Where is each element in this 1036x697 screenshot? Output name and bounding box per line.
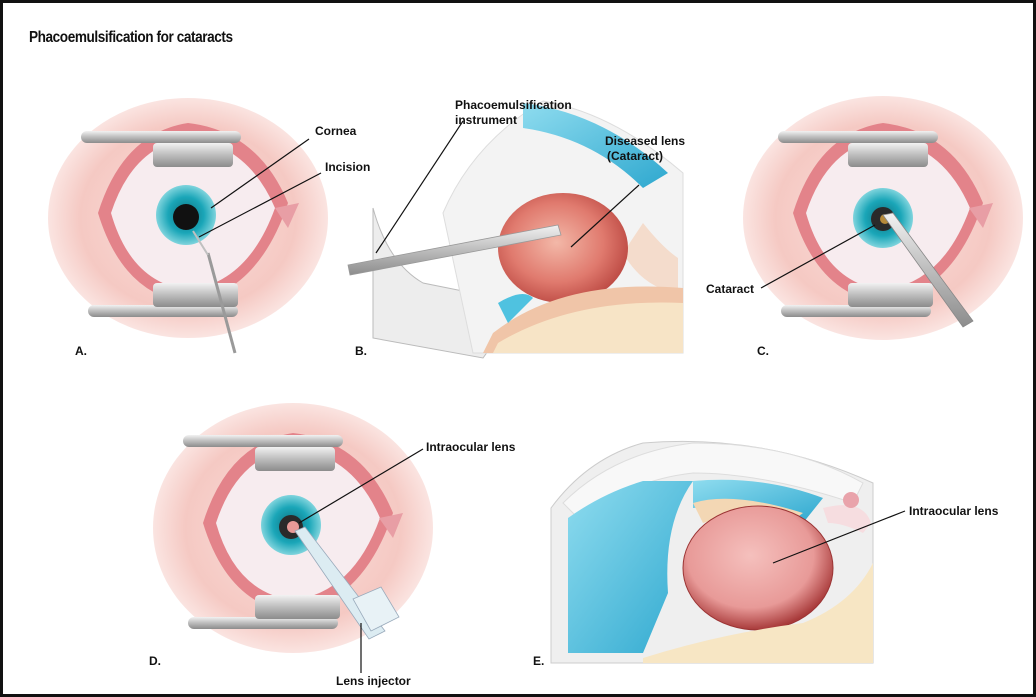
illustration-canvas: Cornea Incision A. Phacoemulsification i…: [3, 3, 1033, 694]
label-diseased-line1: Diseased lens: [605, 134, 685, 148]
panel-label-d: D.: [149, 654, 161, 668]
panel-d-eye: [153, 403, 433, 653]
label-iol-d: Intraocular lens: [426, 440, 516, 454]
panel-c-eye: [743, 96, 1023, 340]
panel-a-eye: [48, 98, 328, 353]
label-injector: Lens injector: [336, 674, 411, 688]
panel-label-a: A.: [75, 344, 87, 358]
label-diseased-line2: (Cataract): [607, 149, 663, 163]
label-phaco-line2: instrument: [455, 113, 517, 127]
panel-e-cross-section: [551, 441, 873, 663]
label-cataract: Cataract: [706, 282, 754, 296]
label-phaco-line1: Phacoemulsification: [455, 98, 572, 112]
panel-label-b: B.: [355, 344, 367, 358]
panel-label-c: C.: [757, 344, 769, 358]
panel-label-e: E.: [533, 654, 544, 668]
label-iol-e: Intraocular lens: [909, 504, 999, 518]
label-incision: Incision: [325, 160, 370, 174]
label-cornea: Cornea: [315, 124, 357, 138]
